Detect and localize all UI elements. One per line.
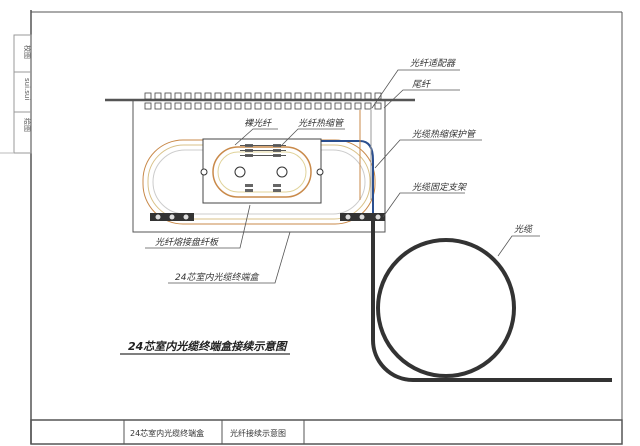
- cable-bracket: [150, 213, 385, 221]
- fiber-adapter: [154, 92, 162, 100]
- fiber-adapter: [314, 102, 322, 110]
- label-heat-shrink: 光纤热缩管: [298, 118, 345, 129]
- fiber-adapter: [174, 92, 182, 100]
- fiber-adapter: [334, 92, 342, 100]
- fiber-adapter: [344, 92, 352, 100]
- fiber-adapter: [274, 92, 282, 100]
- label-cable: 光缆: [514, 224, 534, 235]
- fiber-adapter: [354, 92, 362, 100]
- fiber-adapter: [294, 102, 302, 110]
- splice-tray: [200, 138, 324, 204]
- fiber-adapter: [174, 102, 182, 110]
- fiber-adapter: [204, 92, 212, 100]
- drafter-label: 绘图: [23, 118, 32, 132]
- fiber-adapter: [324, 92, 332, 100]
- fiber-adapter: [244, 92, 252, 100]
- fiber-adapter: [144, 92, 152, 100]
- fiber-adapter: [184, 102, 192, 110]
- label-bare-fiber: 裸光纤: [244, 118, 272, 129]
- fiber-adapter: [204, 102, 212, 110]
- fiber-adapter: [164, 102, 172, 110]
- checker-label: 校图: [23, 45, 32, 59]
- title-block-cell-1: 24芯室内光缆终端盒: [130, 428, 204, 438]
- label-cable-protect: 光缆热缩保护管: [412, 129, 477, 140]
- drafter-name: sui.sui: [23, 78, 31, 100]
- leader-lines: [120, 69, 540, 355]
- fiber-adapter: [334, 102, 342, 110]
- fiber-adapter: [184, 92, 192, 100]
- fiber-adapter: [214, 102, 222, 110]
- fiber-adapter: [284, 102, 292, 110]
- label-adapter: 光纤适配器: [410, 58, 456, 69]
- fiber-adapter: [154, 102, 162, 110]
- fiber-adapter: [284, 92, 292, 100]
- fiber-adapter: [194, 92, 202, 100]
- fiber-adapter: [234, 102, 242, 110]
- fiber-adapter: [164, 92, 172, 100]
- fiber-adapter: [214, 92, 222, 100]
- fiber-adapter: [274, 102, 282, 110]
- fiber-adapter: [304, 92, 312, 100]
- fiber-adapter: [234, 92, 242, 100]
- fiber-adapter: [294, 92, 302, 100]
- fiber-adapter: [364, 92, 372, 100]
- fiber-adapter: [194, 102, 202, 110]
- fiber-adapter: [144, 102, 152, 110]
- fiber-adapter: [374, 102, 382, 110]
- fiber-adapter: [224, 102, 232, 110]
- title-block-cell-2: 光纤接续示意图: [230, 428, 286, 438]
- label-terminal-box: 24芯室内光缆终端盒: [175, 272, 260, 283]
- label-pigtail: 尾纤: [412, 79, 431, 90]
- fiber-adapter: [244, 102, 252, 110]
- fiber-adapter: [314, 92, 322, 100]
- fiber-adapter: [304, 102, 312, 110]
- fiber-adapter: [264, 92, 272, 100]
- fiber-adapter: [254, 102, 262, 110]
- diagram-title: 24芯室内光缆终端盒接续示意图: [128, 340, 288, 353]
- fiber-adapter: [364, 102, 372, 110]
- adapter-row: [144, 92, 382, 110]
- drawing-frame: [0, 10, 623, 445]
- fiber-cable: [371, 215, 612, 382]
- label-splice-tray: 光纤熔接盘纤板: [155, 237, 220, 248]
- fiber-adapter: [224, 92, 232, 100]
- fiber-adapter: [254, 92, 262, 100]
- fiber-adapter: [344, 102, 352, 110]
- fiber-adapter: [324, 102, 332, 110]
- fiber-adapter: [264, 102, 272, 110]
- fiber-adapter: [354, 102, 362, 110]
- label-cable-bracket: 光缆固定支架: [412, 182, 467, 193]
